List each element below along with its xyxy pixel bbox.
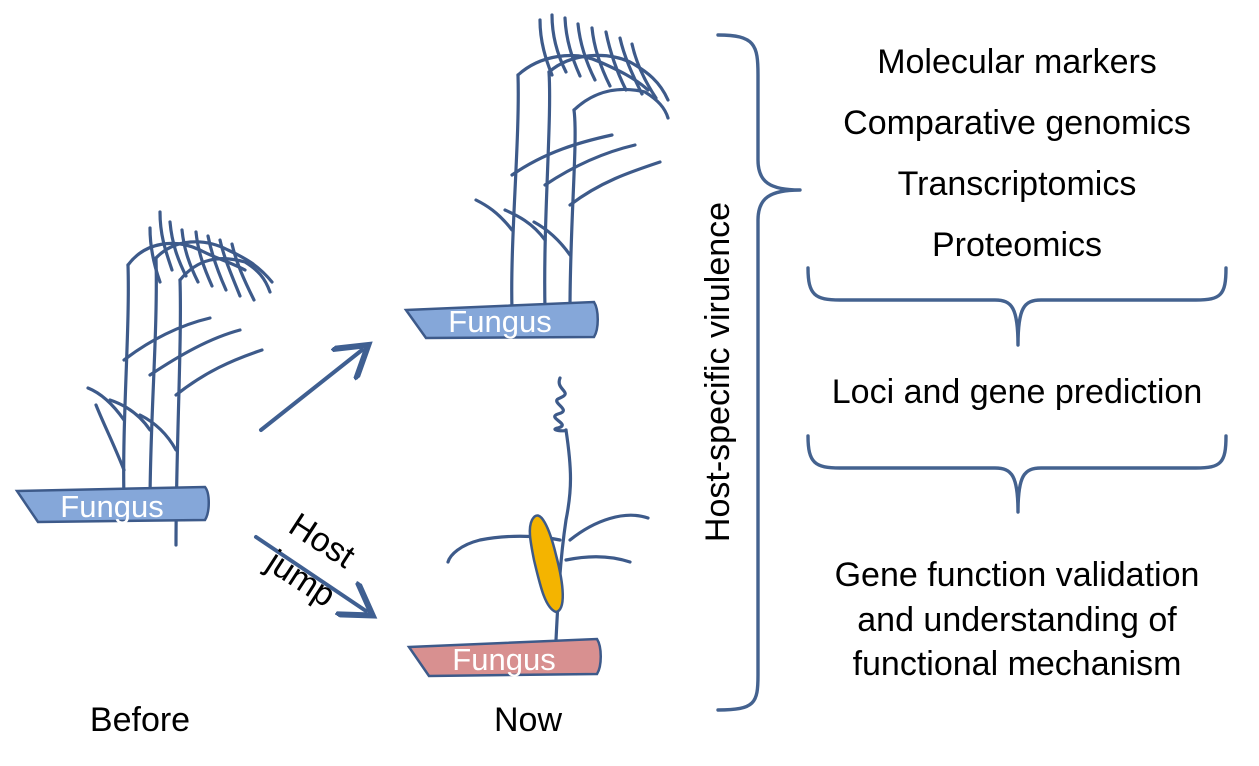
before-label: Before [90, 701, 190, 739]
fungus-blade-now-top [403, 300, 599, 340]
maize-ear [528, 514, 564, 614]
curly-brace-vertical [716, 33, 802, 712]
fungus-label-now-bottom: Fungus [452, 642, 555, 677]
now-label: Now [494, 701, 562, 739]
gene-function-line: Gene function validation [835, 556, 1200, 594]
rice-plant-before: Fungus [14, 210, 274, 547]
curly-brace-horizontal-1 [806, 266, 1228, 347]
fungus-blade-now-bottom [406, 637, 602, 678]
curly-brace-horizontal-2 [806, 434, 1228, 514]
rice-plant-drawing-right [474, 13, 670, 312]
approach-item: Molecular markers [877, 43, 1157, 81]
loci-gene-prediction-label: Loci and gene prediction [832, 373, 1203, 411]
approach-item: Comparative genomics [843, 104, 1191, 142]
fungus-label-now-top: Fungus [448, 304, 551, 339]
gene-function-line: and understanding of [857, 601, 1177, 639]
arrow-icon [259, 350, 362, 432]
fungus-label-before: Fungus [60, 489, 163, 524]
rice-plant-now: Fungus [403, 13, 670, 340]
maize-plant-now: Fungus [406, 376, 650, 678]
arrow-icon [254, 535, 366, 611]
approach-item: Proteomics [932, 226, 1102, 264]
host-specific-virulence-label: Host-specific virulence [699, 202, 737, 542]
fungus-blade-before [14, 485, 210, 524]
gene-function-line: functional mechanism [853, 645, 1182, 683]
approach-item: Transcriptomics [898, 165, 1137, 203]
gene-function-block: Gene function validation and understandi… [835, 556, 1200, 683]
approaches-list: Molecular markers Comparative genomics T… [843, 43, 1191, 264]
